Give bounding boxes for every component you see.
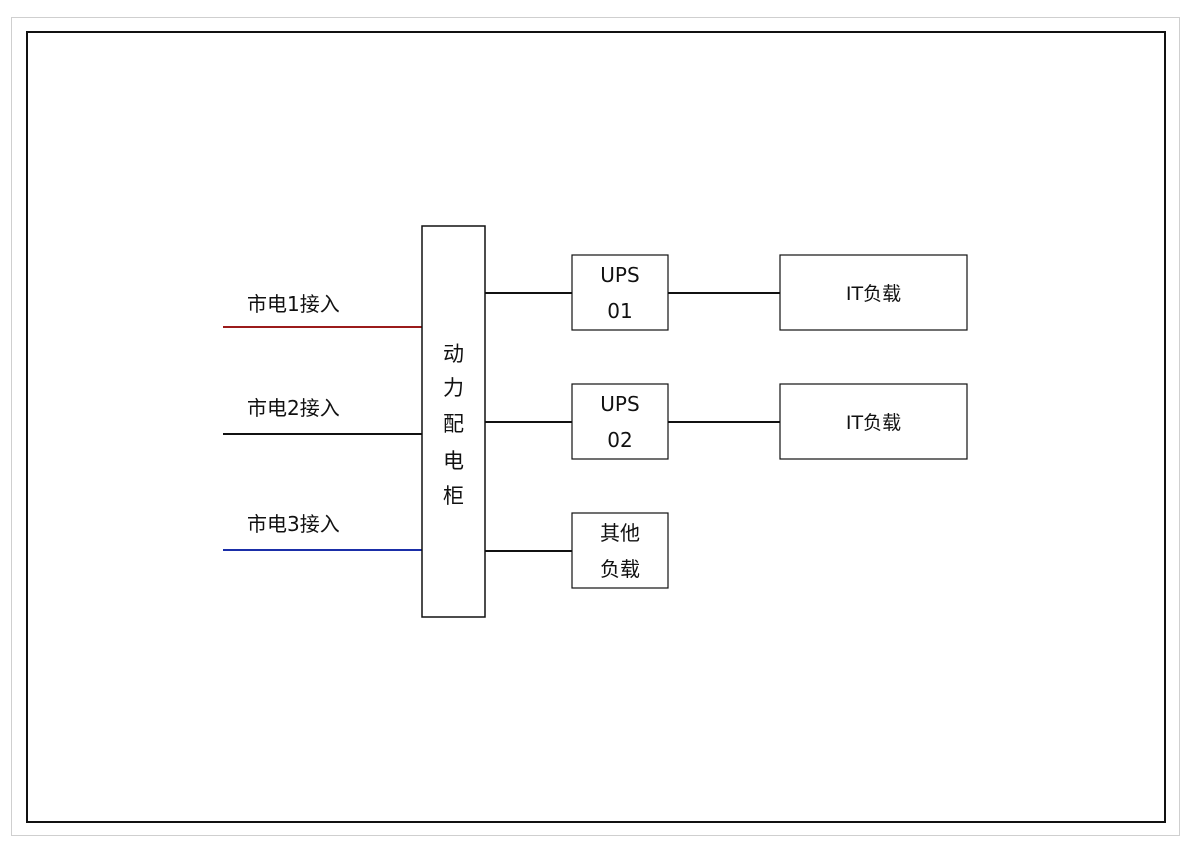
power-distribution-cabinet	[421, 225, 486, 618]
ups-01-box	[571, 254, 669, 331]
it-load-1-box	[779, 254, 968, 331]
cabinet-label-char-3: 配	[443, 412, 464, 436]
drawing-border	[26, 31, 1166, 823]
ups-01-label-line-1: UPS	[600, 263, 639, 287]
input-label-2: 市电2接入	[247, 396, 340, 420]
it-load-2-box	[779, 383, 968, 460]
input-label-1: 市电1接入	[247, 292, 340, 316]
ups-02-box	[571, 383, 669, 460]
other-load-label-line-1: 其他	[600, 521, 640, 545]
other-load-box	[571, 512, 669, 589]
ups-02-label-line-1: UPS	[600, 392, 639, 416]
it-load-2-label: IT负载	[846, 412, 901, 434]
it-load-1-label: IT负载	[846, 283, 901, 305]
cabinet-label-char-1: 动	[443, 342, 464, 366]
other-load-label-line-2: 负载	[600, 557, 640, 581]
cabinet-label-char-4: 电	[443, 449, 464, 473]
cabinet-label-char-2: 力	[443, 376, 464, 400]
ups-02-label-line-2: 02	[607, 428, 632, 452]
cabinet-label-char-5: 柜	[443, 484, 464, 508]
ups-01-label-line-2: 01	[607, 299, 632, 323]
input-label-3: 市电3接入	[247, 512, 340, 536]
